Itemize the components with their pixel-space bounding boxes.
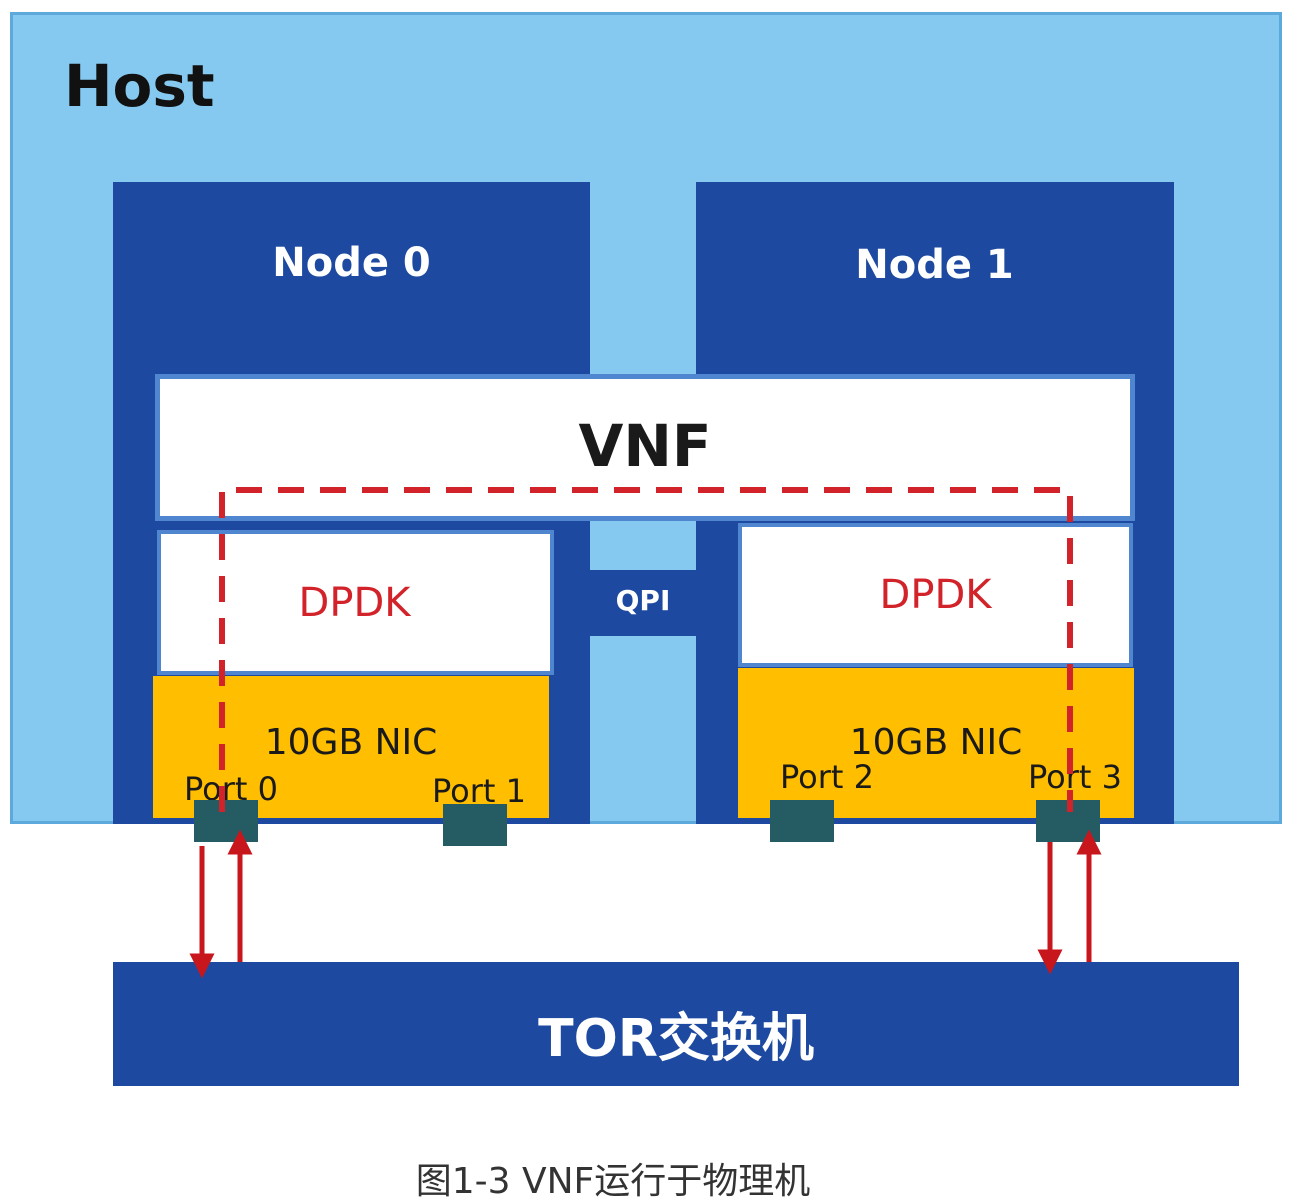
host-title: Host [64,52,215,120]
vnf-forwarding-path [219,487,1073,812]
vnf-box [155,374,1135,521]
tor-switch-label: TOR交换机 [538,1009,814,1069]
dpdk-1-label: DPDK [879,572,992,618]
dpdk-0-label: DPDK [298,580,411,626]
qpi-label: QPI [615,584,671,617]
qpi-link [588,570,698,636]
nic-0-label: 10GB NIC [264,722,438,763]
figure-caption: 图1-3 VNF运行于物理机 [415,1161,811,1202]
node-1-title: Node 1 [855,242,1014,288]
nic-1-label: 10GB NIC [849,722,1023,763]
port-1-connector [443,804,507,846]
port-3-label: Port 3 [1028,758,1122,796]
port-2-connector [770,800,834,842]
node-0-title: Node 0 [272,240,431,286]
vnf-label: VNF [578,412,712,480]
tor-switch-box [113,962,1239,1086]
port-2-label: Port 2 [780,758,874,796]
port-1-label: Port 1 [432,772,526,810]
